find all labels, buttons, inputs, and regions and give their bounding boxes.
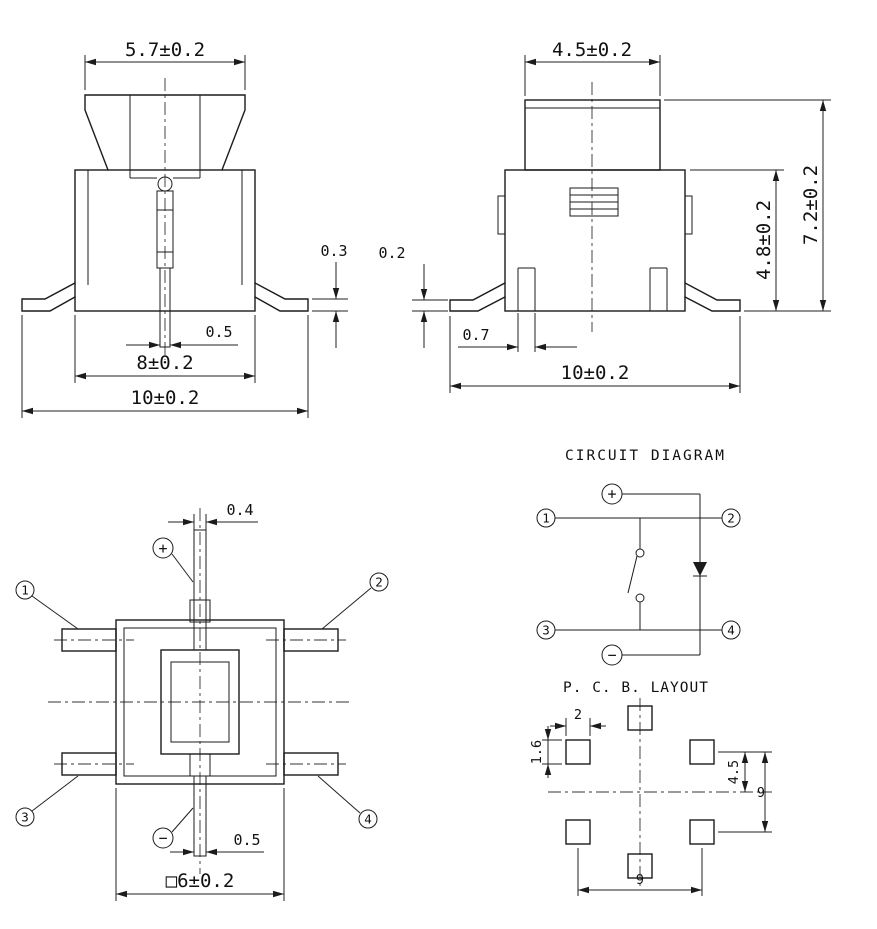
pcb-row-pitch-label: 9: [757, 785, 765, 801]
circuit-switch-contact-top: [635, 548, 645, 558]
top-lead-4: [283, 752, 339, 776]
front-center-pin: [159, 267, 171, 348]
terminal-3-circle: [15, 807, 35, 827]
circuit-terminal-2-label: 2: [727, 511, 735, 526]
terminal-1-label: 1: [21, 583, 29, 598]
pcb-pad-upper-left: [565, 739, 591, 765]
top-plunger-inner: [170, 661, 230, 743]
side-right-tab: [684, 195, 693, 235]
circuit-terminal-4-label: 4: [727, 623, 735, 638]
side-lead-width-ext: [517, 313, 536, 352]
top-minus-leader: [171, 807, 194, 833]
terminal-1-leader: [31, 595, 79, 630]
top-body-outer-square: [115, 619, 285, 785]
top-plus-symbol: [152, 537, 174, 559]
top-pin-cathode: [193, 775, 207, 857]
terminal-4-label: 4: [364, 812, 372, 827]
front-pin-width-label: 0.5: [205, 323, 232, 341]
side-total-height-label: 7.2±0.2: [800, 165, 822, 245]
front-view: 5.7±0.2 0.3 0.5 8±0.2 10±0.2: [21, 39, 348, 418]
top-lead-2: [283, 628, 339, 652]
side-cap-width-label: 4.5±0.2: [552, 39, 632, 61]
side-body-height-ext: [690, 169, 784, 312]
front-body-inner-walls: [87, 170, 243, 285]
top-minus-symbol: [152, 827, 174, 849]
pcb-pad-width-label: 2: [574, 707, 582, 723]
top-view: + − 1 2 3 4 0.4 0.5 □6±0.2: [15, 501, 389, 901]
side-body-height-label: 4.8±0.2: [753, 200, 775, 280]
front-body-width-ext: [74, 315, 256, 383]
terminal-4-leader: [317, 775, 361, 814]
front-lead-span-label: 10±0.2: [131, 387, 200, 409]
side-lead-span-ext: [449, 316, 741, 393]
circuit-terminal-3-label: 3: [542, 623, 550, 638]
side-cap-outline: [524, 99, 661, 171]
side-foot-thickness-ext: [412, 299, 448, 312]
top-plus-leader: [171, 553, 194, 583]
top-pin-anode-collar: [189, 599, 211, 623]
circuit-plus-label: +: [607, 485, 616, 503]
front-right-foot: [254, 282, 309, 312]
pcb-pad-lower-left: [565, 819, 591, 845]
side-foot-thickness-label: 0.2: [378, 244, 405, 262]
pcb-column-pitch-label: 9: [636, 872, 644, 888]
front-left-foot: [21, 282, 76, 312]
circuit-terminal-2-circle: [721, 508, 741, 528]
side-lead-span-label: 10±0.2: [561, 362, 630, 384]
side-right-foot: [684, 282, 741, 312]
front-actuator-width-label: 5.7±0.2: [125, 39, 205, 61]
side-left-tab: [497, 195, 506, 235]
front-body-width-label: 8±0.2: [136, 352, 193, 374]
side-lead-width-label: 0.7: [462, 326, 489, 344]
top-pin-anode-into-body: [193, 622, 207, 650]
front-foot-thickness-ext: [312, 298, 348, 312]
side-right-lead: [649, 267, 668, 311]
terminal-2-leader: [321, 587, 372, 630]
terminal-4-circle: [358, 809, 378, 829]
pcb-layout-title: P. C. B. LAYOUT: [563, 680, 709, 696]
front-actuator-slot: [129, 95, 201, 179]
terminal-3-leader: [31, 775, 79, 812]
pcb-row-to-center-label: 4.5: [726, 760, 742, 784]
circuit-switch-arm: [627, 555, 638, 594]
circuit-terminal-1-label: 1: [542, 511, 550, 526]
pcb-pad-top-center: [627, 705, 653, 731]
circuit-minus-label: −: [607, 646, 616, 664]
side-view: 4.5±0.2 0.2 0.7 4.8±0.2 7.2±0.2 10±0.2: [378, 39, 831, 393]
pcb-pad-bottom-center: [627, 853, 653, 879]
terminal-1-circle: [15, 580, 35, 600]
circuit-terminal-4-circle: [721, 620, 741, 640]
front-lead-span-ext: [21, 315, 309, 418]
top-minus-label: −: [158, 829, 167, 847]
circuit-switch-contact-bottom: [635, 593, 645, 603]
terminal-2-circle: [369, 572, 389, 592]
pcb-pad-upper-right: [689, 739, 715, 765]
top-body-square-ext: [115, 788, 285, 901]
bottom-pin-width-label: 0.5: [233, 831, 260, 849]
side-cap-width-ext: [524, 55, 661, 96]
circuit-diagram-title: CIRCUIT DIAGRAM: [565, 448, 726, 464]
front-body-outline: [74, 169, 256, 312]
pcb-layout: P. C. B. LAYOUT 2 1.6 4.5 9 9: [529, 680, 772, 896]
circuit-diode-triangle: [693, 562, 707, 576]
top-pin-width-label: 0.4: [226, 501, 253, 519]
top-body-square-label: □6±0.2: [166, 870, 235, 892]
top-lead-1: [61, 628, 117, 652]
side-body-outline: [504, 169, 686, 312]
pcb-pad-lower-right: [689, 819, 715, 845]
side-left-lead: [517, 267, 536, 311]
top-plus-label: +: [158, 540, 167, 558]
front-plunger-ticks: [157, 209, 173, 253]
circuit-diagram: CIRCUIT DIAGRAM + − 1 2 3 4: [536, 448, 741, 666]
front-actuator-outline: [84, 94, 246, 171]
side-left-foot: [449, 282, 506, 312]
top-lead-3: [61, 752, 117, 776]
pcb-pad-height-ext: [542, 739, 562, 765]
terminal-3-label: 3: [21, 810, 29, 825]
pcb-pad-height-label: 1.6: [529, 740, 545, 764]
terminal-2-label: 2: [375, 575, 383, 590]
front-foot-thickness-label: 0.3: [320, 242, 347, 260]
side-hatch-lines: [570, 194, 618, 210]
